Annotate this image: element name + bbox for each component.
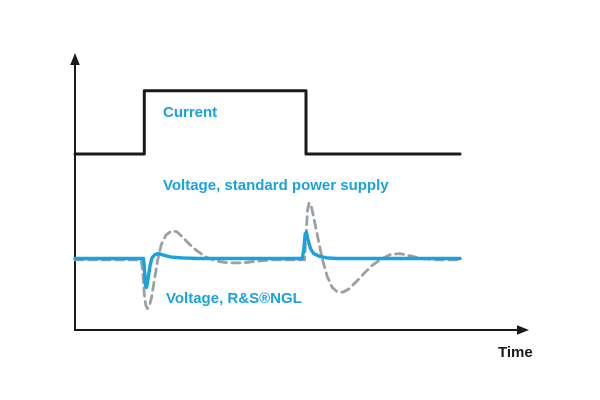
trace-voltage-ngl xyxy=(73,230,462,290)
label-voltage-ngl: Voltage, R&S®NGL xyxy=(166,290,302,307)
label-time-axis: Time xyxy=(498,344,533,361)
x-axis-arrow-icon xyxy=(517,325,529,335)
label-voltage-standard: Voltage, standard power supply xyxy=(163,177,389,194)
label-current: Current xyxy=(163,104,218,121)
trace-current xyxy=(73,89,462,156)
y-axis-arrow-icon xyxy=(70,53,80,65)
trace-voltage-standard xyxy=(73,201,462,311)
traces-group xyxy=(73,89,462,311)
